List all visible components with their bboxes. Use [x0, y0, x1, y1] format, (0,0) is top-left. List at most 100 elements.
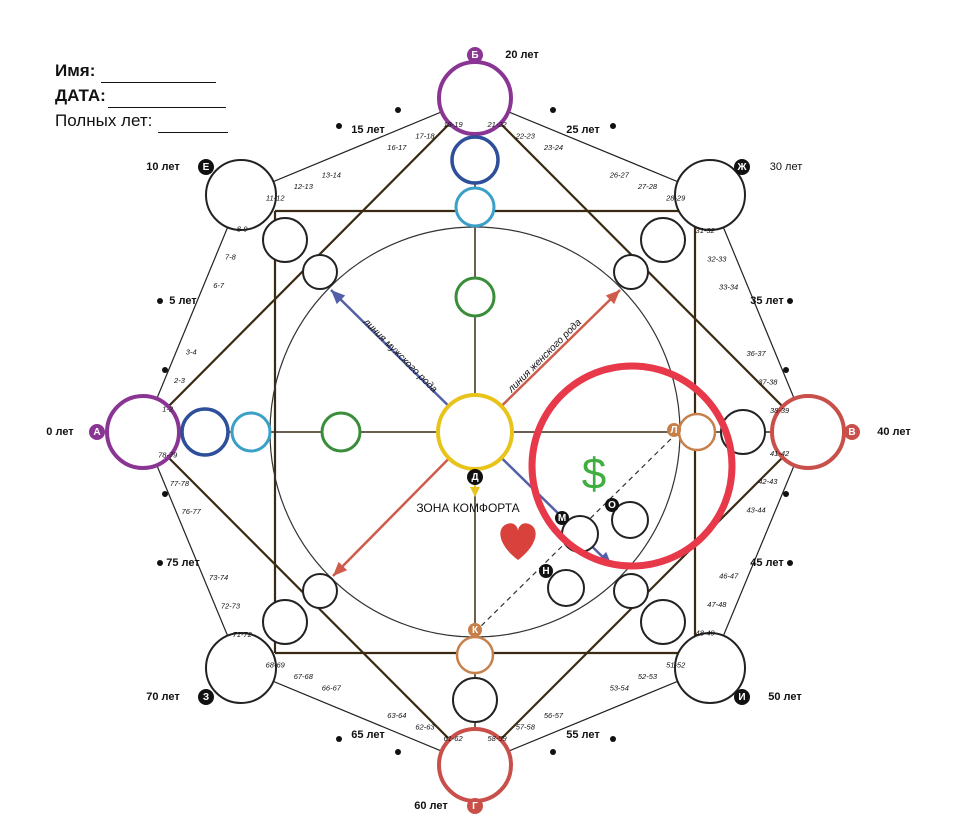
corner-i-3 — [613, 573, 649, 609]
range-zh-v: 33-34 — [719, 283, 738, 292]
age-row: Полных лет: — [55, 108, 229, 133]
range-e-b: 11-12 — [266, 194, 285, 203]
circle-b-3 — [454, 186, 496, 228]
comfort-zone-label: ЗОНА КОМФОРТА — [416, 501, 519, 515]
age-i: 50 лет — [768, 691, 802, 703]
range-e-b: 18-19 — [443, 120, 463, 129]
tick-dot — [783, 367, 789, 373]
tick-dot — [157, 560, 163, 566]
tick-dot — [787, 560, 793, 566]
range-z-a: 78-79 — [158, 450, 178, 459]
age-v: 40 лет — [877, 426, 911, 438]
range-a-e: 1-2 — [162, 404, 174, 413]
tick-dot — [610, 123, 616, 129]
circle-a — [105, 394, 181, 470]
range-b-zh: 22-23 — [515, 132, 536, 141]
female-line-arrow-head — [605, 290, 620, 305]
range-i-g: 53-54 — [610, 684, 629, 693]
corner-i-2 — [640, 599, 686, 645]
letter-l-badge — [667, 423, 681, 437]
tick-dot — [395, 749, 401, 755]
octagon-edge — [474, 97, 711, 196]
tick-dot — [157, 298, 163, 304]
range-a-e: 3-4 — [186, 348, 197, 357]
date-row: ДАТА: — [55, 83, 228, 108]
corner-e-2 — [262, 217, 308, 263]
milestone-5: 5 лет — [169, 295, 197, 307]
milestone-65: 65 лет — [351, 729, 385, 741]
age-field[interactable] — [158, 114, 229, 133]
circle-e — [205, 159, 277, 231]
milestone-15: 15 лет — [351, 124, 385, 136]
tick-dot — [550, 107, 556, 113]
letter-m-letter: М — [558, 513, 566, 524]
corner-z-2 — [262, 599, 308, 645]
range-i-g: 51-52 — [666, 660, 686, 669]
date-field[interactable] — [107, 89, 226, 108]
name-field[interactable] — [101, 64, 217, 83]
dashed-line — [474, 429, 681, 633]
point-g-badge — [467, 798, 483, 814]
range-b-zh: 27-28 — [637, 182, 658, 191]
point-z-badge — [198, 689, 214, 705]
heart-icon — [500, 523, 536, 560]
point-b-badge — [467, 47, 483, 63]
male-line-label: линия мужского рода — [360, 316, 439, 395]
range-v-i: 41-42 — [770, 449, 790, 458]
tick-dot — [550, 749, 556, 755]
octagon-edge — [142, 194, 242, 433]
range-v-i: 47-48 — [707, 600, 727, 609]
range-g-z: 66-67 — [322, 684, 342, 693]
point-b-letter: Б — [471, 50, 478, 61]
range-g-z: 68-69 — [266, 660, 286, 669]
age-label: Полных лет: — [55, 111, 153, 130]
form-fields: Имя: ДАТА: Полных лет: — [55, 58, 229, 133]
octagon-edge — [240, 667, 476, 766]
letter-m-badge — [555, 511, 569, 525]
range-z-a: 76-77 — [182, 507, 202, 516]
tick-dot — [610, 736, 616, 742]
point-zh-letter: Ж — [736, 162, 747, 173]
circle-n — [547, 569, 585, 607]
range-b-zh: 21-22 — [487, 120, 508, 129]
letter-k-letter: К — [472, 625, 479, 636]
corner-zh-2 — [640, 217, 686, 263]
letter-o-badge — [605, 498, 619, 512]
range-g-z: 62-63 — [415, 722, 435, 731]
point-e-letter: Е — [203, 162, 210, 173]
tick-dot — [787, 298, 793, 304]
letter-n-badge — [539, 564, 553, 578]
milestone-55: 55 лет — [566, 729, 600, 741]
range-v-i: 42-43 — [758, 477, 778, 486]
range-v-i: 48-49 — [696, 628, 716, 637]
range-z-a: 77-78 — [170, 479, 190, 488]
point-e-badge — [198, 159, 214, 175]
range-g-z: 63-64 — [387, 711, 406, 720]
circle-k — [455, 635, 495, 675]
range-i-g: 57-58 — [516, 722, 536, 731]
male-line-arrow-head — [331, 290, 346, 305]
range-zh-v: 32-33 — [707, 254, 727, 263]
milestone-45: 45 лет — [750, 557, 784, 569]
point-g-letter: Г — [472, 801, 478, 812]
circles-layer — [105, 60, 846, 803]
circle-b-2 — [450, 135, 500, 185]
range-i-g: 58-59 — [488, 734, 508, 743]
range-zh-v: 37-38 — [758, 377, 778, 386]
range-z-a: 73-74 — [209, 573, 228, 582]
dollar-sign: $ — [582, 450, 606, 499]
tick-dot — [783, 491, 789, 497]
date-label: ДАТА: — [55, 86, 106, 105]
letter-o-letter: О — [608, 500, 616, 511]
age-z: 70 лет — [146, 691, 180, 703]
circle-l — [677, 412, 717, 452]
range-b-zh: 26-27 — [609, 170, 630, 179]
tick-dot — [162, 367, 168, 373]
tick-dot — [395, 107, 401, 113]
range-i-g: 56-57 — [544, 711, 564, 720]
tick-dot — [336, 736, 342, 742]
milestone-25: 25 лет — [566, 124, 600, 136]
circle-o — [611, 501, 649, 539]
letter-k-badge — [468, 623, 482, 637]
range-zh-v: 36-37 — [746, 349, 766, 358]
